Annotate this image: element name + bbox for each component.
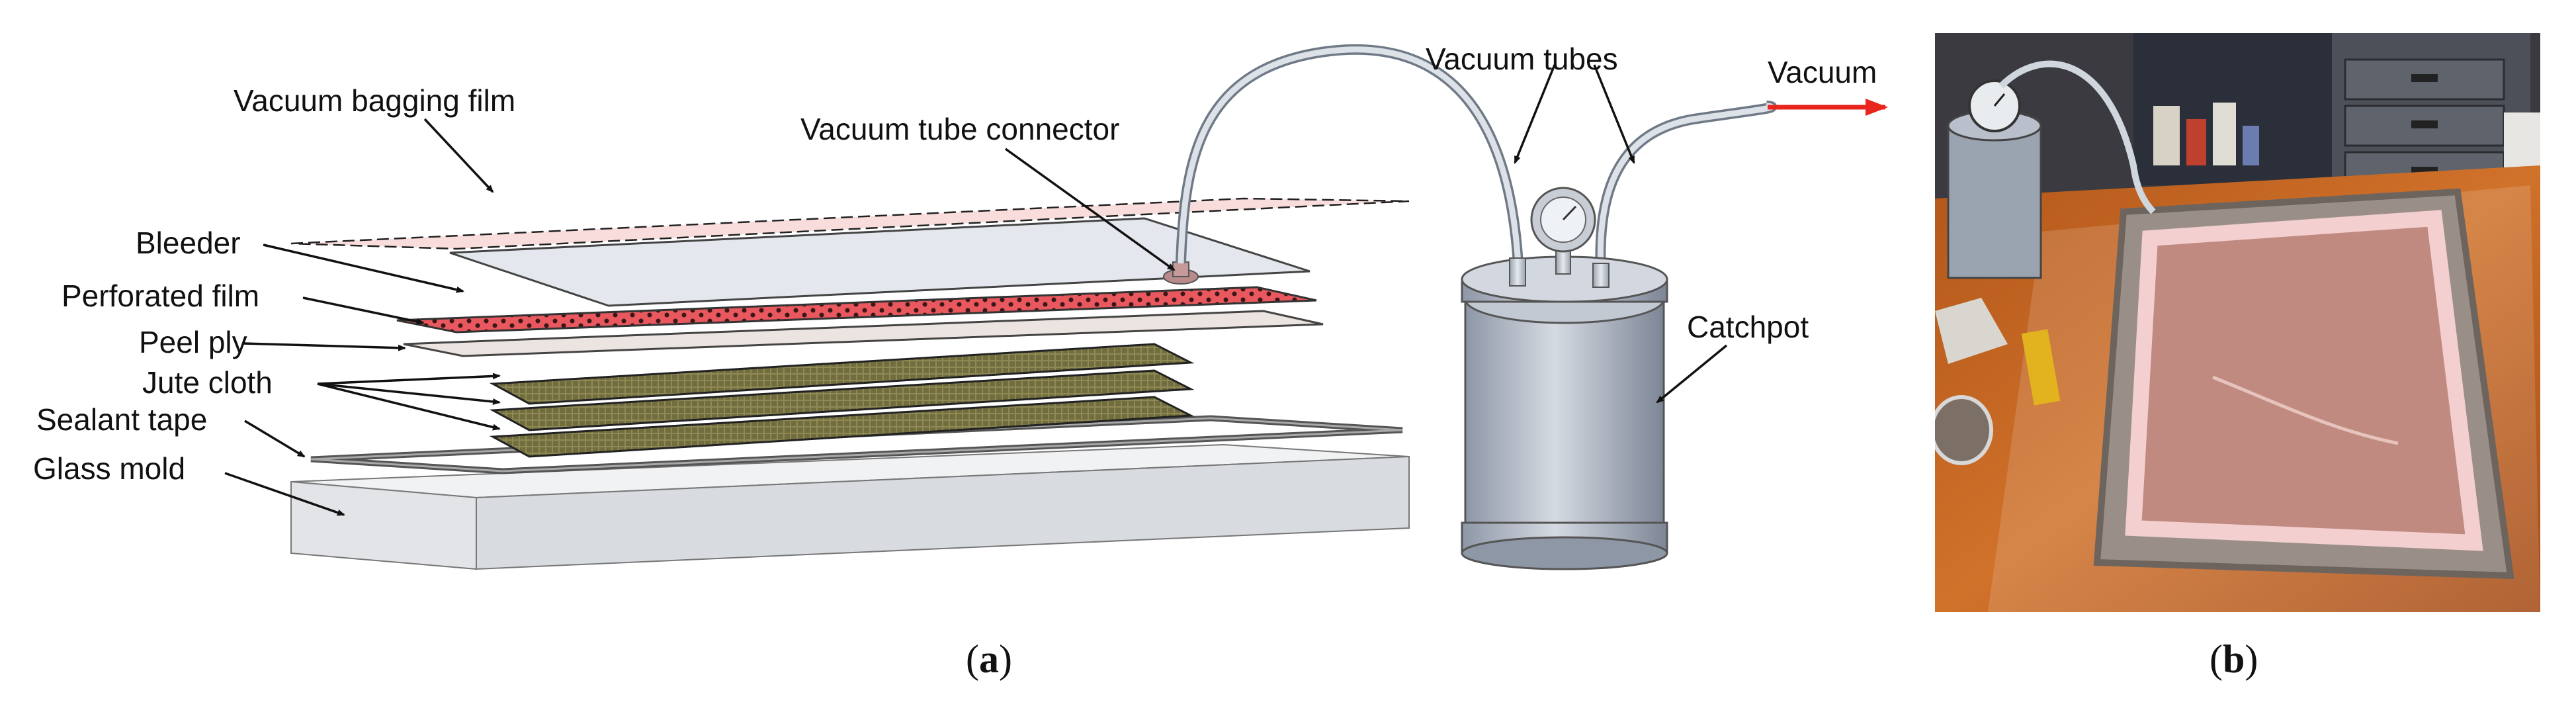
bleeder-layer xyxy=(449,217,1310,307)
panel-a-schematic: Vacuum bagging film Vacuum tube connecto… xyxy=(33,42,1888,681)
subfigure-label-a: (a) xyxy=(966,637,1012,681)
photo-vacuum-setup xyxy=(1935,33,2540,612)
vacuum-bagging-film xyxy=(290,197,1410,250)
label-vacuum: Vacuum xyxy=(1768,55,1877,89)
label-catchpot: Catchpot xyxy=(1687,310,1809,344)
label-jute-cloth: Jute cloth xyxy=(142,365,273,400)
vacuum-tube-connector xyxy=(1163,261,1199,285)
peel-ply-layer xyxy=(403,310,1324,357)
label-vacuum-tube-connector: Vacuum tube connector xyxy=(800,112,1119,146)
label-glass-mold: Glass mold xyxy=(33,451,185,486)
label-perforated-film: Perforated film xyxy=(62,279,259,313)
panel-b-photo: (b) xyxy=(1935,33,2540,681)
subfigure-label-b: (b) xyxy=(2210,637,2258,681)
perforated-film-layer xyxy=(396,286,1317,334)
jute-cloth-stack xyxy=(489,343,1195,458)
label-bleeder: Bleeder xyxy=(136,226,241,260)
label-vacuum-bagging-film: Vacuum bagging film xyxy=(234,83,515,118)
glass-mold xyxy=(290,443,1410,570)
label-peel-ply: Peel ply xyxy=(139,325,247,359)
label-sealant-tape: Sealant tape xyxy=(36,402,207,437)
pressure-gauge-icon xyxy=(1530,187,1596,253)
label-vacuum-tubes: Vacuum tubes xyxy=(1426,42,1618,76)
vacuum-tube-right xyxy=(1595,101,1777,272)
leader-lines xyxy=(224,64,1728,516)
catchpot xyxy=(1461,239,1668,570)
vacuum-tube-left xyxy=(1176,44,1524,265)
